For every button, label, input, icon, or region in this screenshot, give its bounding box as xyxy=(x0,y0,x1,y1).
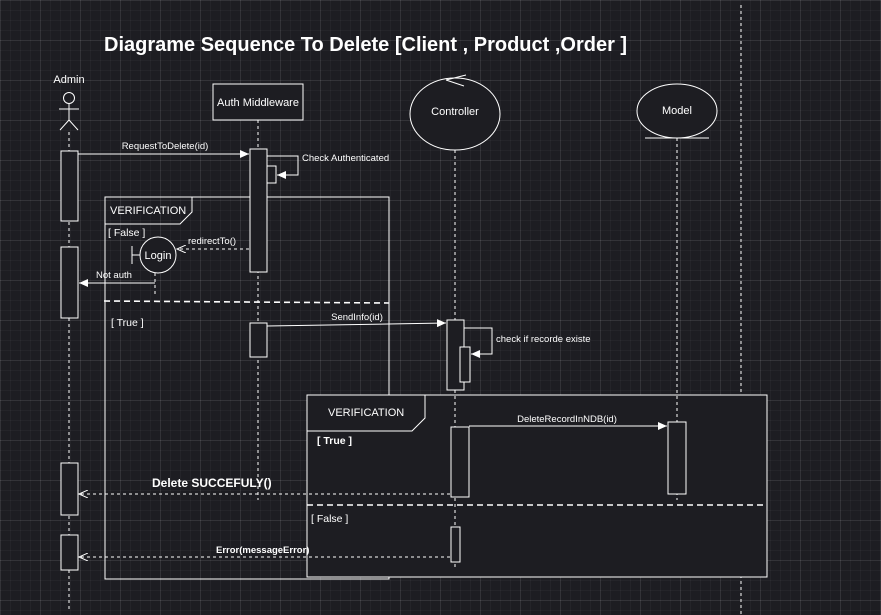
send-info-label: SendInfo(id) xyxy=(331,312,383,323)
check-authenticated-label: Check Authenticated xyxy=(302,153,389,164)
outer-guard-true: [ True ] xyxy=(111,317,144,329)
auth-self-activation xyxy=(266,165,277,184)
inner-guard-true: [ True ] xyxy=(317,435,352,447)
controller-activation-3 xyxy=(450,526,461,563)
model-activation xyxy=(667,421,687,495)
auth-activation-2 xyxy=(249,322,268,358)
admin-label: Admin xyxy=(53,74,84,86)
admin-activation-3 xyxy=(60,462,79,516)
login-label: Login xyxy=(145,250,172,262)
inner-verification-frame xyxy=(306,394,768,578)
check-record-label: check if recorde existe xyxy=(496,334,591,345)
delete-success-label: Delete SUCCEFULY() xyxy=(152,476,272,490)
auth-middleware-label: Auth Middleware xyxy=(217,97,299,109)
inner-frame-tag xyxy=(307,394,426,432)
model-label: Model xyxy=(662,105,692,117)
error-label: Error(messageError) xyxy=(216,545,309,556)
outer-frame-tag xyxy=(105,196,193,225)
controller-activation-2 xyxy=(450,426,470,498)
admin-activation-1 xyxy=(60,150,79,222)
login-boundary-icon xyxy=(131,236,177,274)
check-authenticated-arrow xyxy=(267,155,299,179)
inner-guard-false: [ False ] xyxy=(311,513,348,525)
outer-guard-false: [ False ] xyxy=(108,227,145,239)
controller-label: Controller xyxy=(431,106,479,118)
delete-record-label: DeleteRecordInNDB(id) xyxy=(517,414,617,425)
auth-middleware-box xyxy=(212,83,304,121)
outer-frame-label: VERIFICATION xyxy=(110,205,186,217)
check-record-arrow xyxy=(464,327,493,358)
auth-activation-1 xyxy=(249,148,268,273)
not-auth-label: Not auth xyxy=(96,270,132,281)
inner-frame-label: VERIFICATION xyxy=(328,407,404,419)
outer-verification-frame xyxy=(104,196,390,580)
diagram-title: Diagrame Sequence To Delete [Client , Pr… xyxy=(104,34,627,56)
send-info-arrow xyxy=(266,319,447,328)
controller-self-activation xyxy=(459,346,471,383)
admin-activation-4 xyxy=(60,534,79,571)
outer-frame-separator xyxy=(103,300,390,304)
request-to-delete-label: RequestToDelete(id) xyxy=(122,141,209,152)
redirect-to-label: redirectTo() xyxy=(188,236,236,247)
admin-actor-icon xyxy=(59,92,79,131)
admin-activation-2 xyxy=(60,246,79,319)
